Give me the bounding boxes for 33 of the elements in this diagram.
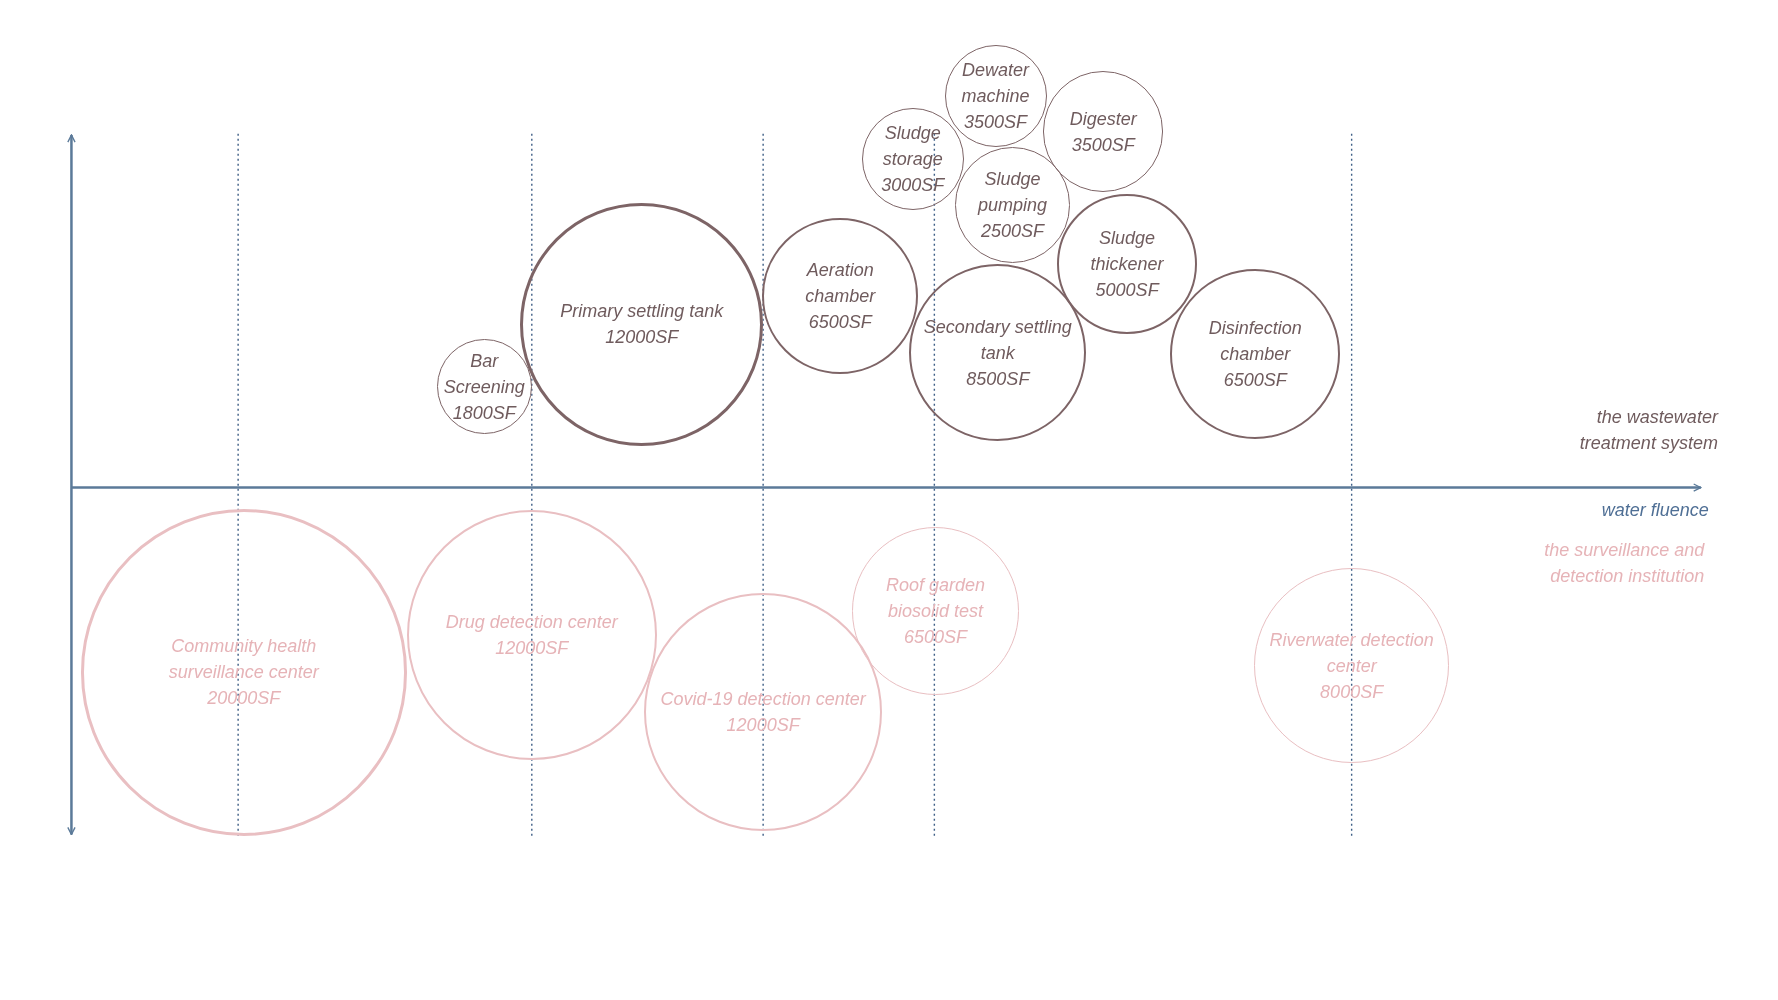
area-label: 5000SF [1095,279,1159,303]
area-label: 20000SF [207,687,281,711]
area-label: 6500SF [903,626,967,650]
facility-name: Aeration chamber [804,258,877,308]
facility-name: Riverwater detection center [1268,628,1435,678]
facility-name: Sludge pumping [976,168,1049,218]
facility-name: Sludge thickener [1089,227,1165,277]
facility-name: Bar Screening [442,349,526,399]
area-label: 2500SF [981,220,1045,244]
facility-name: Roof garden biosolid test [884,574,986,624]
axis-label: water fluence [1601,498,1709,522]
facility-name: Dewater machine [960,59,1031,109]
facility-name: Disinfection chamber [1207,316,1303,366]
area-label: 3500SF [964,111,1028,135]
area-label: 12000SF [495,637,569,660]
area-label: 3500SF [1071,133,1135,157]
area-label: 8000SF [1320,680,1384,704]
area-label: 12000SF [605,326,679,350]
facility-name: Digester [1069,107,1137,131]
facility-name: Sludge storage [881,121,944,171]
area-label: 8500SF [966,367,1030,391]
area-label: 12000SF [726,714,800,738]
facility-name: Primary settling tank [560,300,724,324]
category-label: the wastewater treatment system [1578,405,1718,455]
facility-name: Secondary settling tank [922,315,1073,365]
facility-name: Covid-19 detection center [660,688,866,712]
facility-name: Community health surveillance center [167,635,321,685]
area-label: 6500SF [1223,368,1287,392]
area-label: 3000SF [881,173,945,197]
area-label: 1800SF [452,401,516,425]
area-label: 6500SF [808,310,872,334]
category-label: the surveillance and detection institution [1543,539,1705,589]
facility-name: Drug detection center [445,611,618,634]
